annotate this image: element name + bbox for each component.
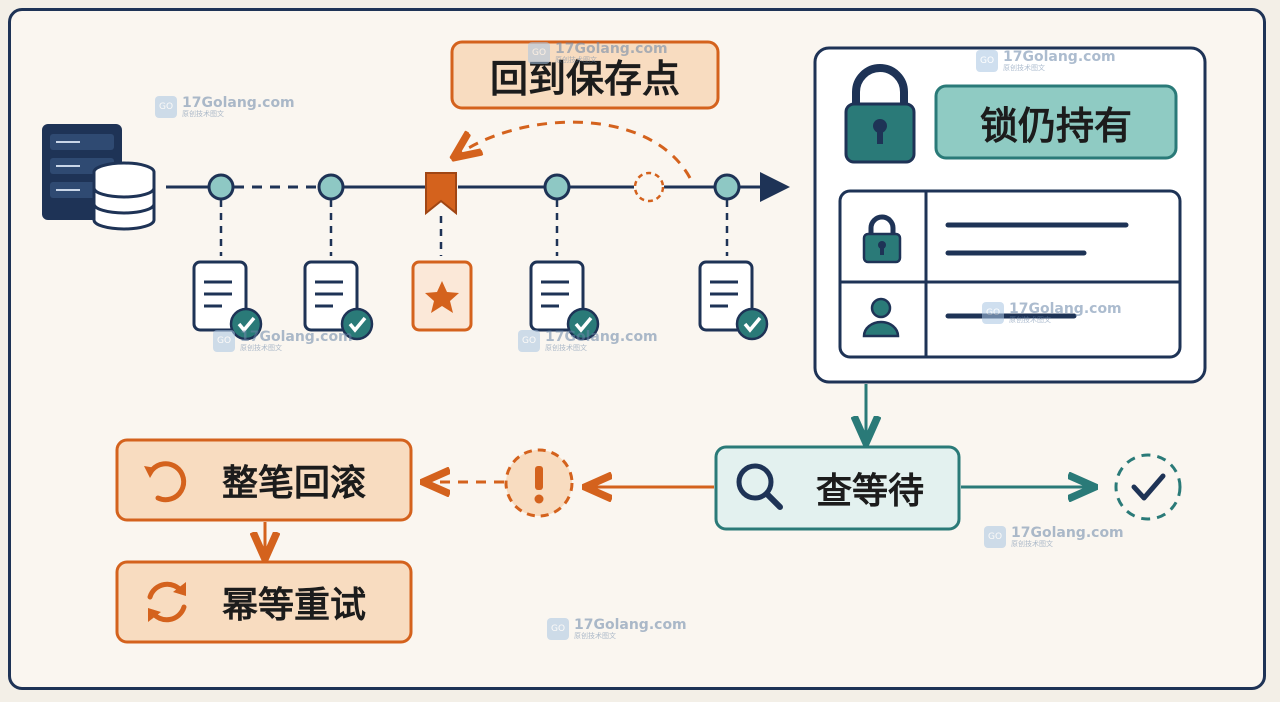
- lock-held-box: [934, 84, 1178, 160]
- undo-icon: [144, 461, 187, 503]
- check-wait-box: [714, 445, 961, 531]
- timeline-node: [317, 173, 345, 201]
- restore-point-box: [450, 40, 720, 110]
- database-server-icon: [42, 124, 156, 231]
- lock-panel: [813, 46, 1207, 384]
- search-icon: [736, 463, 783, 510]
- check-wait-label: 查等待: [815, 471, 924, 512]
- full-rollback-label: 整笔回滚: [221, 463, 366, 504]
- timeline-node: [543, 173, 571, 201]
- refresh-icon: [147, 581, 187, 623]
- document-check-icon: [698, 260, 769, 341]
- idempotent-retry-label: 幂等重试: [221, 585, 366, 626]
- timeline-node: [713, 173, 741, 201]
- timeline: [166, 120, 790, 256]
- warning-icon: [504, 448, 574, 518]
- timeline-node-dashed: [633, 171, 665, 203]
- document-check-icon: [192, 260, 263, 341]
- restore-point-label: 回到保存点: [489, 56, 680, 101]
- user-icon: [862, 297, 900, 338]
- lock-icon: [862, 214, 902, 264]
- check-icon: [1114, 453, 1182, 521]
- lock-held-label: 锁仍持有: [979, 103, 1132, 148]
- star-icon: [411, 260, 473, 332]
- document-check-icon: [303, 260, 374, 341]
- bookmark-icon: [425, 172, 457, 216]
- timeline-node: [207, 173, 235, 201]
- document-check-icon: [529, 260, 600, 341]
- lock-icon: [844, 64, 916, 164]
- full-rollback-box: [115, 438, 413, 522]
- idempotent-retry-box: [115, 560, 413, 644]
